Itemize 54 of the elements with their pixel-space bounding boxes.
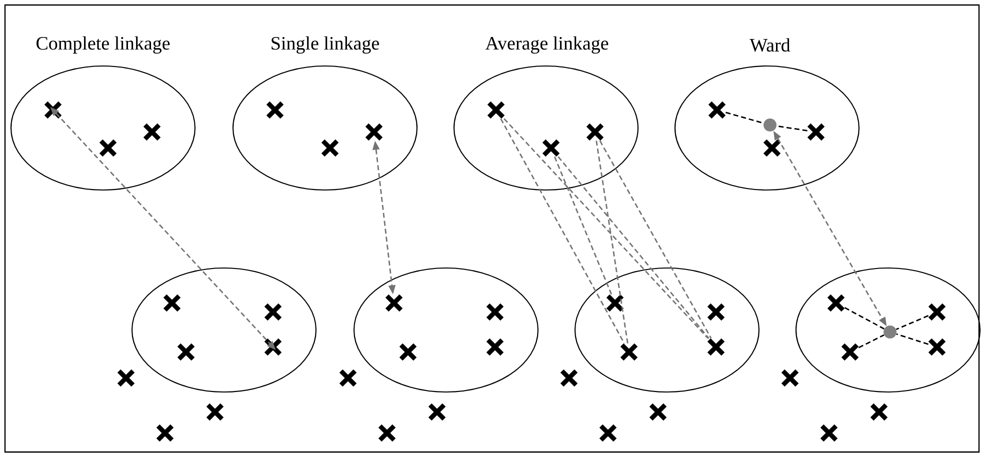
- cluster-ellipse: [131, 267, 317, 393]
- cross-mark: [586, 122, 604, 142]
- cross-mark: [486, 302, 504, 322]
- centroid-dot: [764, 118, 776, 132]
- cross-mark: [706, 302, 726, 322]
- cross-mark: [820, 424, 838, 442]
- cross-mark: [266, 100, 284, 120]
- cross-mark: [320, 138, 340, 158]
- cluster-ellipse: [574, 267, 760, 393]
- cross-mark: [486, 100, 506, 120]
- cluster-ellipse: [353, 267, 539, 393]
- cross-mark: [44, 100, 62, 120]
- cluster-ellipse: [674, 65, 860, 191]
- cross-mark: [620, 342, 638, 362]
- cross-mark: [762, 138, 782, 158]
- cross-mark: [338, 368, 358, 388]
- cross-mark: [116, 368, 136, 388]
- cross-mark: [928, 338, 946, 356]
- cross-mark: [598, 424, 618, 442]
- method-title: Average linkage: [485, 36, 608, 54]
- cross-mark: [708, 100, 726, 120]
- cross-mark: [606, 294, 624, 312]
- cluster-ellipse: [232, 65, 418, 191]
- cross-mark: [398, 342, 418, 362]
- cross-mark: [264, 338, 282, 356]
- cross-mark: [428, 402, 446, 422]
- cross-mark: [560, 368, 578, 388]
- cluster-ellipse: [453, 65, 639, 191]
- cross-mark: [780, 368, 800, 388]
- cross-mark: [840, 342, 860, 362]
- cluster-ellipse: [795, 267, 981, 393]
- cross-mark: [176, 342, 196, 362]
- method-title: Ward: [750, 38, 790, 52]
- cross-mark: [206, 402, 224, 422]
- cross-mark: [826, 294, 846, 312]
- cross-mark: [870, 402, 888, 422]
- cluster-ellipse: [10, 65, 196, 191]
- method-title: Complete linkage: [36, 36, 170, 54]
- cross-mark: [928, 302, 946, 322]
- cross-mark: [364, 122, 384, 142]
- method-title: Single linkage: [272, 36, 379, 54]
- cross-mark: [806, 122, 826, 142]
- cross-mark: [162, 294, 182, 312]
- cross-mark: [648, 402, 668, 422]
- cross-mark: [264, 302, 282, 322]
- centroid-dot: [884, 326, 897, 338]
- cross-mark: [706, 338, 726, 356]
- cross-mark: [384, 294, 404, 312]
- cross-mark: [542, 138, 560, 158]
- cross-mark: [142, 122, 162, 142]
- cross-mark: [98, 138, 118, 158]
- cross-mark: [486, 338, 504, 356]
- cross-mark: [156, 424, 174, 442]
- cross-mark: [378, 424, 396, 442]
